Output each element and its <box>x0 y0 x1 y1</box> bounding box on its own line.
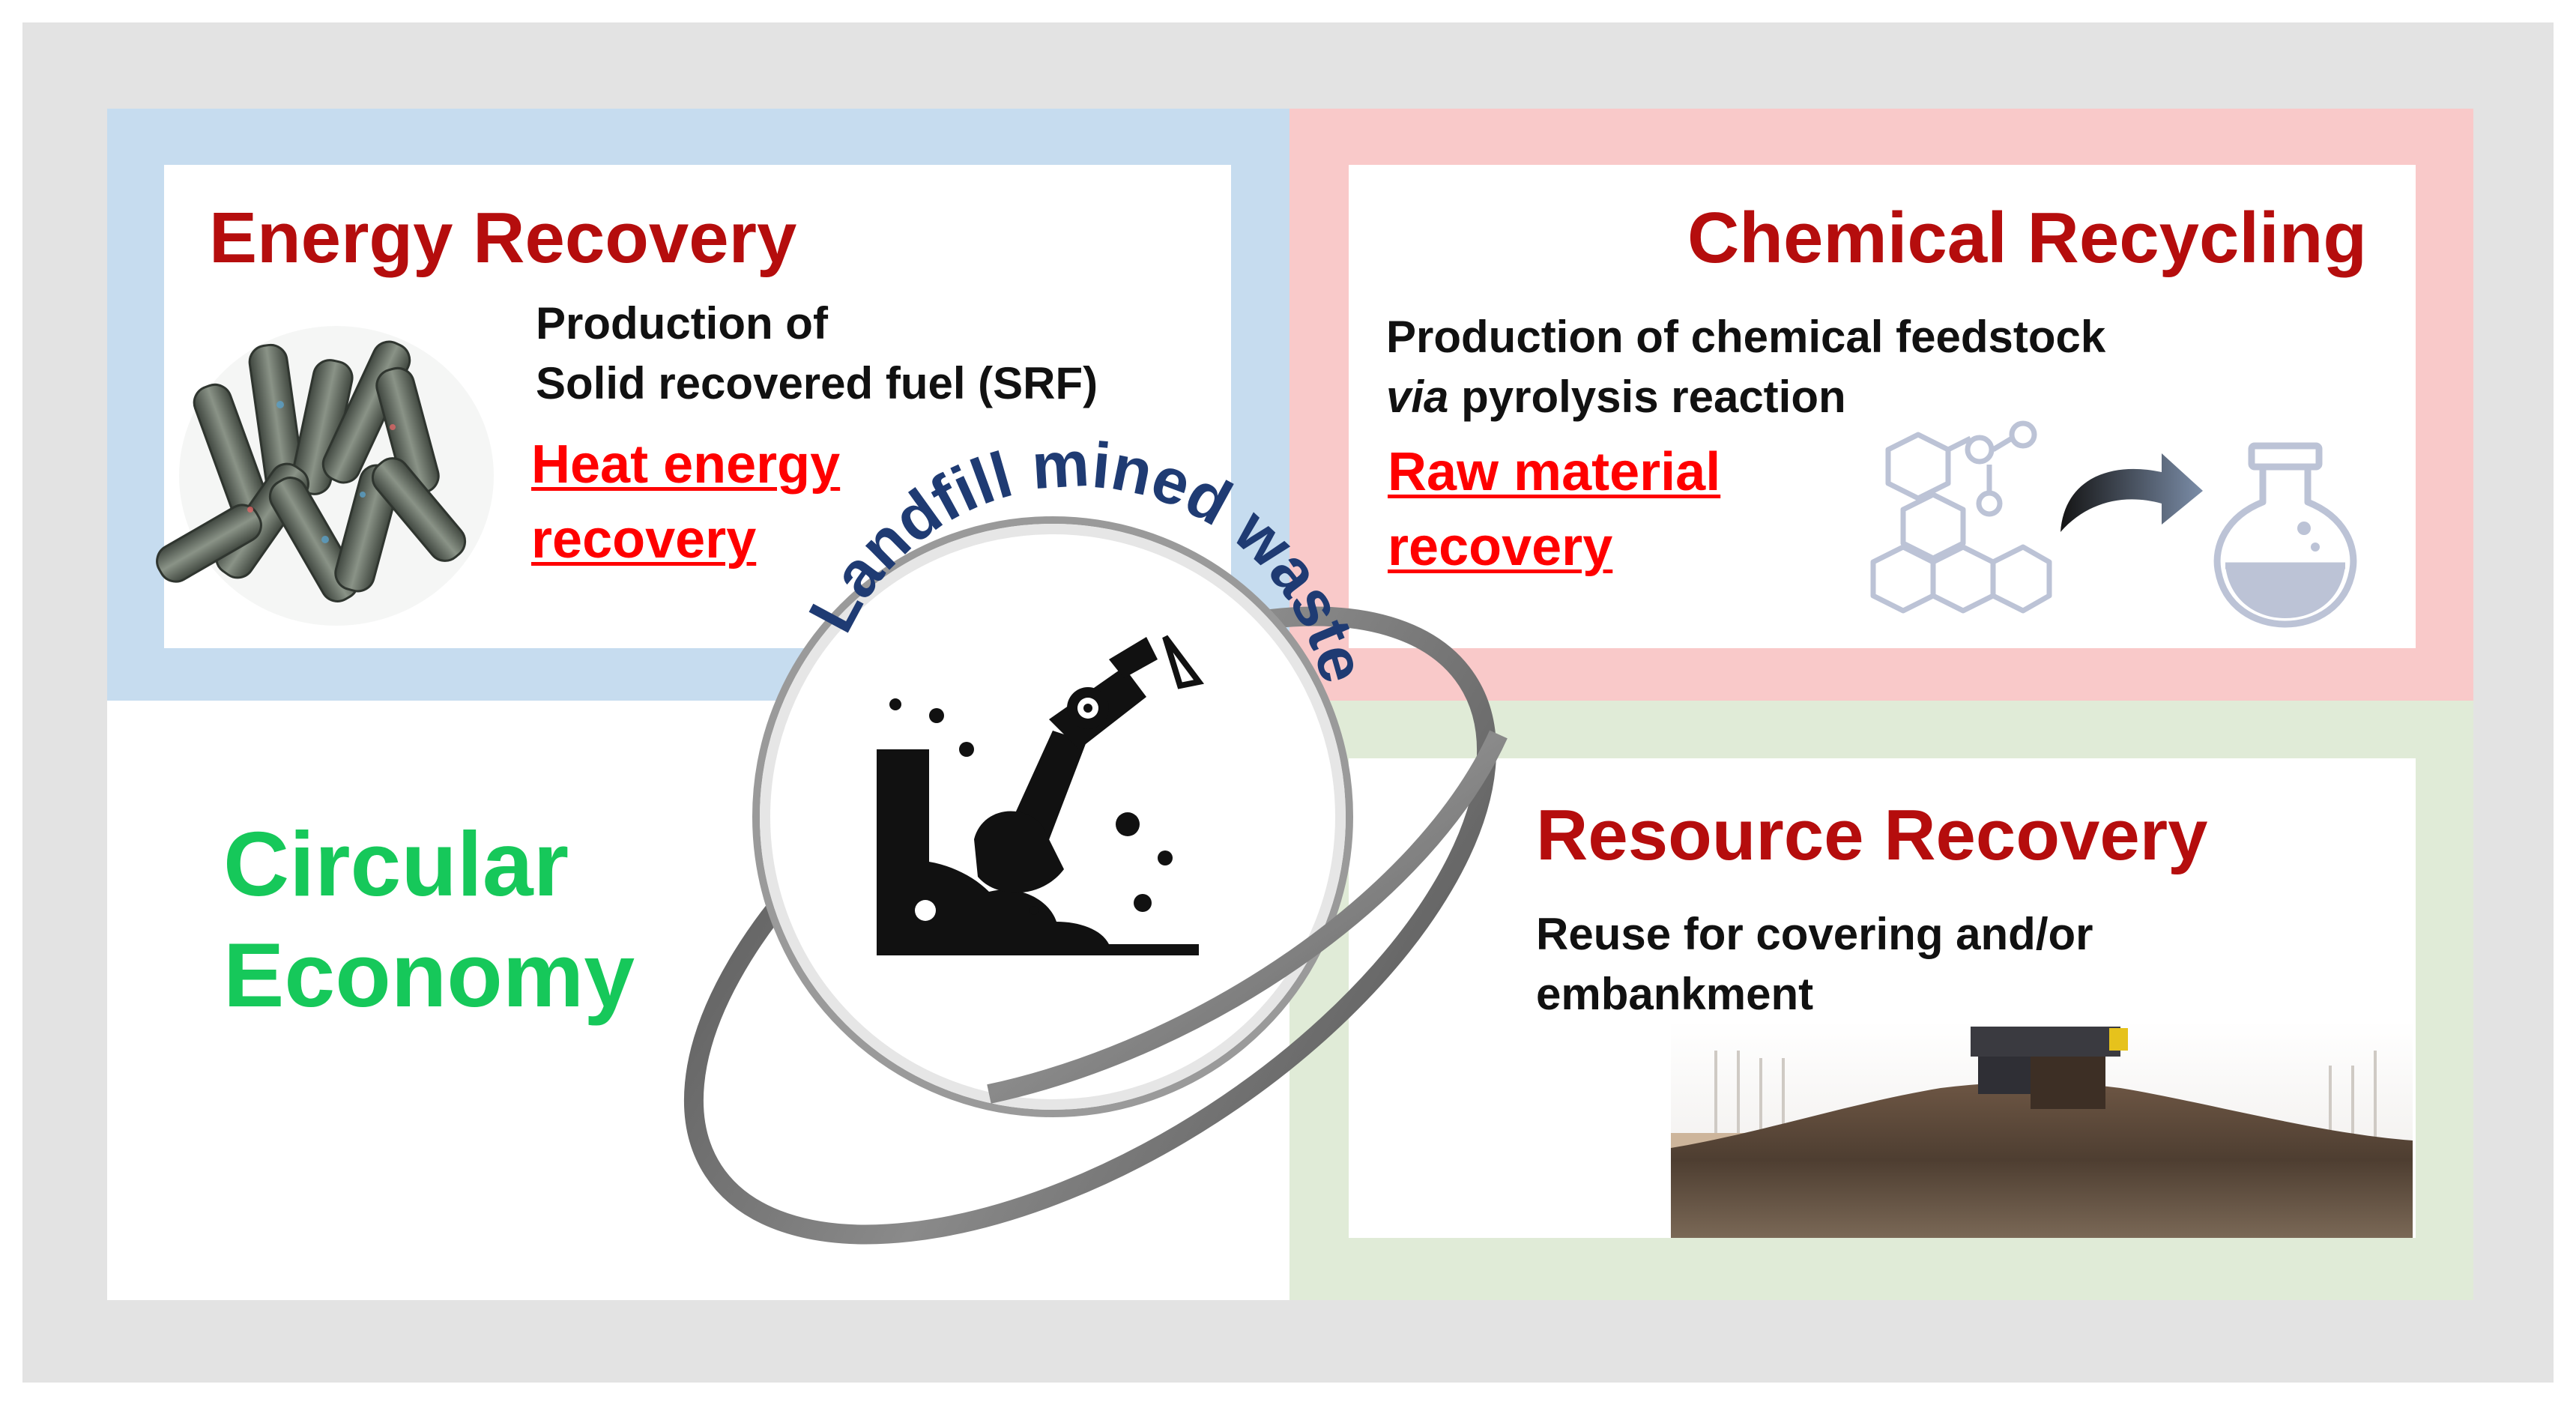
chemical-line-2-italic: via <box>1386 372 1449 422</box>
excavator-icon <box>877 637 1199 955</box>
circular-economy-line-1: Circular <box>223 813 569 915</box>
orbit-front-arc <box>987 730 1508 1104</box>
srf-pellets-image <box>156 326 494 626</box>
screening-machine <box>1971 1027 2128 1109</box>
circular-economy-line-2: Economy <box>223 924 635 1026</box>
chemical-recycling-card: Chemical Recycling Production of chemica… <box>1349 165 2416 648</box>
soil-heap-image <box>1671 1021 2413 1238</box>
excavator-claw <box>1162 635 1205 689</box>
energy-line-2: Solid recovered fuel (SRF) <box>536 358 1098 408</box>
resource-recovery-title: Resource Recovery <box>1536 795 2208 875</box>
energy-recovery-title: Energy Recovery <box>209 198 797 278</box>
chemical-line-2-rest: pyrolysis reaction <box>1448 372 1846 422</box>
heat-energy-link-2[interactable]: recovery <box>531 510 757 569</box>
chemical-line-2: via pyrolysis reaction <box>1386 367 1846 427</box>
raw-material-link-1[interactable]: Raw material <box>1388 442 1721 502</box>
flask-icon <box>2213 442 2357 628</box>
chemical-recycling-title: Chemical Recycling <box>1687 198 2367 278</box>
resource-line-2: embankment <box>1536 969 1814 1019</box>
resource-recovery-card: Resource Recovery Reuse for covering and… <box>1349 758 2416 1238</box>
energy-recovery-card: Energy Recovery Production of Solid reco… <box>156 165 1231 648</box>
molecule-icon <box>1870 420 2052 614</box>
arrow-icon <box>2061 453 2203 532</box>
energy-line-1: Production of <box>536 298 828 348</box>
resource-line-1: Reuse for covering and/or <box>1536 909 2093 959</box>
chemical-line-1: Production of chemical feedstock <box>1386 312 2106 362</box>
raw-material-link-2[interactable]: recovery <box>1388 517 1613 577</box>
heat-energy-link-1[interactable]: Heat energy <box>531 435 841 495</box>
